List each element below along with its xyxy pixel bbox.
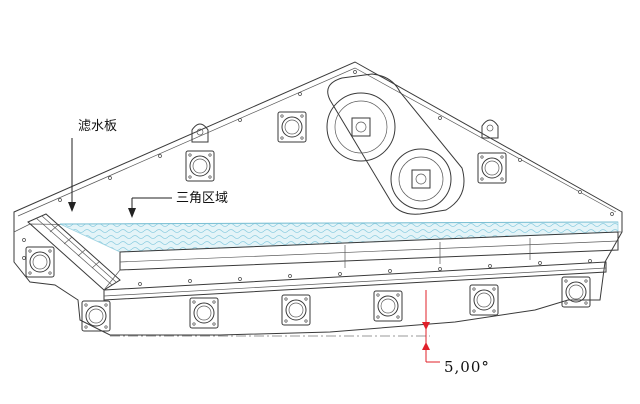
- filter-plate: [27, 213, 121, 291]
- spring-seat-icon: [281, 294, 311, 326]
- bracket-icon: [481, 119, 499, 139]
- filter-plate-label: 滤水板: [78, 119, 117, 134]
- screen-deck: [103, 231, 619, 301]
- triangle-zone-label: 三角区域: [176, 191, 228, 206]
- side-plate: [13, 61, 623, 336]
- spring-seat-icon: [185, 150, 215, 182]
- exciter-panel: [326, 73, 465, 215]
- spring-seat-icon: [277, 111, 307, 143]
- exciter-icon: [390, 148, 452, 210]
- bracket-icon: [191, 123, 209, 143]
- spring-seat-icon: [561, 276, 591, 308]
- spring-seat-icon: [373, 290, 403, 322]
- spring-seat-icon: [25, 246, 55, 278]
- spring-seat-icon: [469, 284, 499, 316]
- spring-seat-icon: [189, 297, 219, 329]
- angle-label: 5,00°: [444, 358, 490, 376]
- spring-seat-icon: [81, 300, 111, 332]
- exciter-icon: [326, 92, 396, 162]
- perimeter-bolts: [22, 70, 614, 260]
- angle-dimension: 5,00°: [422, 290, 490, 376]
- triangle-zone-callout: 三角区域: [128, 191, 228, 218]
- filter-plate-callout: 滤水板: [68, 119, 117, 212]
- triangle-zone-water: [59, 221, 619, 253]
- spring-seat-icon: [477, 152, 507, 184]
